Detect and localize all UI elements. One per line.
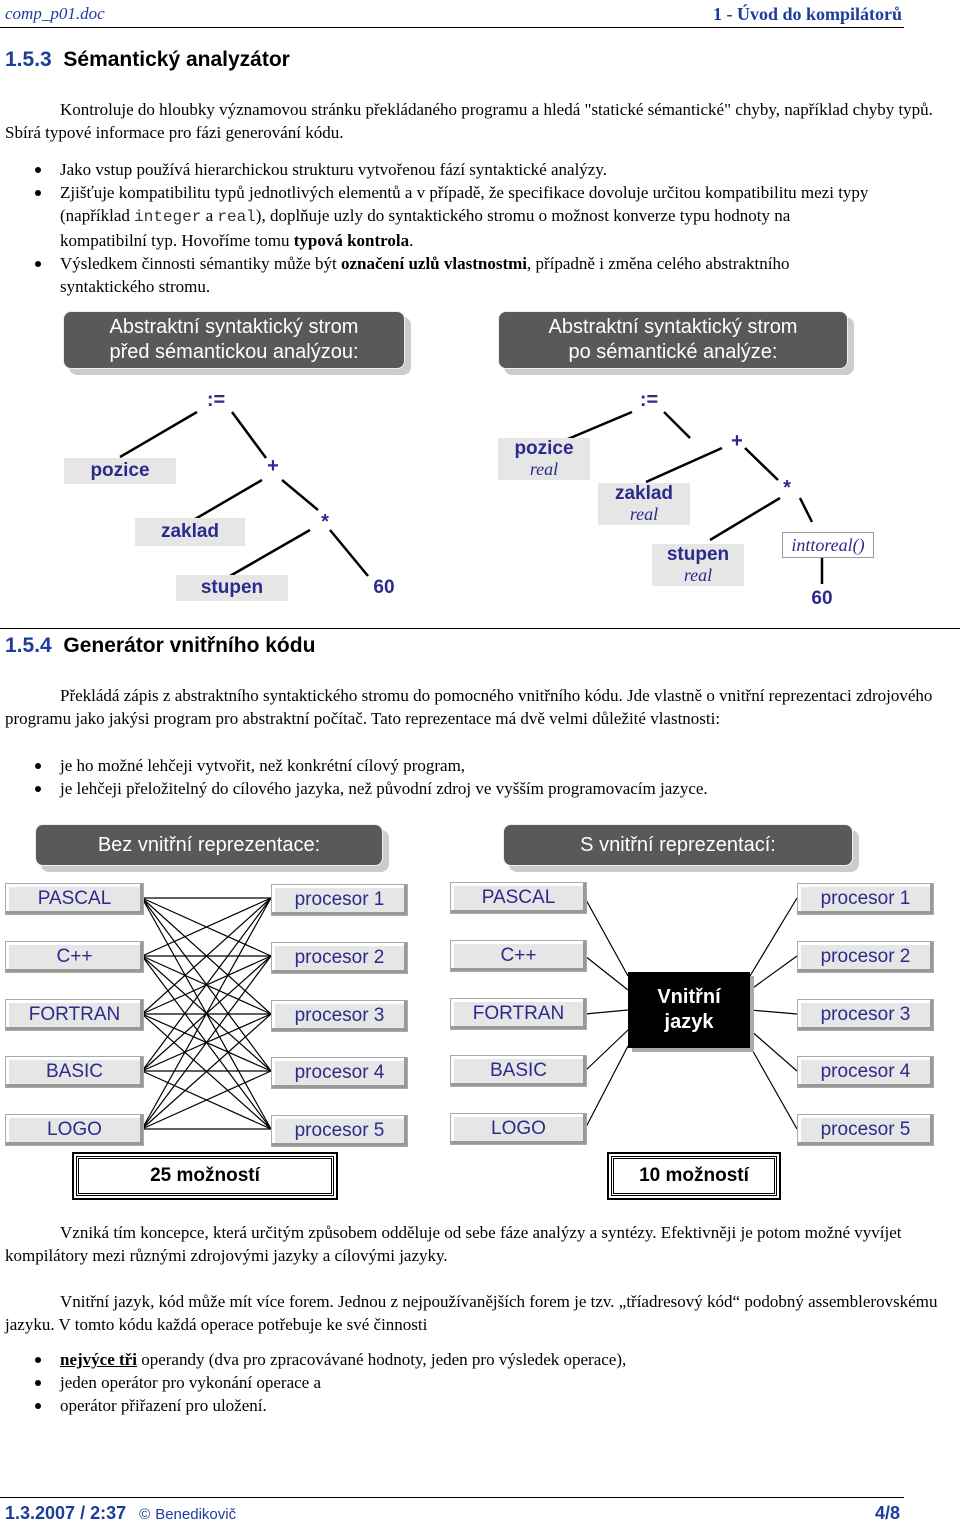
footer-divider [0,1497,904,1498]
proc-box: procesor 3 [271,1000,408,1032]
copyright-icon: © [139,1506,151,1523]
lang-box: LOGO [450,1113,587,1145]
list-item: Zjišťuje kompatibilitu typů jednotlivých… [5,181,875,252]
list-item: je ho možné lehčeji vytvořit, než konkré… [5,754,905,777]
term-type-check: typová kontrola [293,231,410,250]
proc-box: procesor 3 [797,999,934,1031]
tree-after-assign: := [639,389,659,411]
footer-author: Benedikovič [155,1506,237,1523]
proc-box: procesor 2 [271,942,408,974]
lang-box: PASCAL [450,882,587,914]
paragraph: Vzniká tím koncepce, která určitým způso… [5,1223,902,1265]
diagram-edges [141,897,798,1130]
tree-before-60: 60 [373,577,395,598]
header-file: comp_p01.doc [5,4,105,23]
tree-before-stupen: stupen [176,575,288,601]
proc-box: procesor 1 [271,884,408,916]
proc-box: procesor 2 [797,941,934,973]
bullet-list: nejvýce tři operandy (dva pro zpracováva… [5,1348,905,1417]
list-item: nejvýce tři operandy (dva pro zpracováva… [5,1348,905,1371]
section-number: 1.5.3 [5,48,52,71]
section-divider [0,628,960,629]
section-heading-153: 1.5.3 Sémantický analyzátor [5,48,290,72]
count-without: 25 možností [72,1152,338,1200]
diagram-right-title: S vnitřní reprezentací: [503,824,853,866]
lang-box: FORTRAN [5,999,144,1031]
tree-before-mul: * [321,511,329,533]
proc-box: procesor 4 [271,1057,408,1089]
list-item: jeden operátor pro vykonání operace a [5,1371,905,1394]
tree-before-zaklad: zaklad [135,518,245,546]
lang-box: BASIC [450,1055,587,1087]
lang-box: BASIC [5,1056,144,1088]
diagram-left-title: Bez vnitřní reprezentace: [35,824,383,866]
section-number: 1.5.4 [5,634,52,657]
code-integer: integer [134,208,202,226]
tree-after-mul: * [783,477,791,499]
page-number: 4/8 [874,1503,900,1523]
footer-left: 1.3.2007 / 2:37 © Benedikovič [5,1503,236,1524]
term-node-marking: označení uzlů vlastnostmi [340,254,527,273]
header-divider [0,27,904,28]
paragraph: Vnitřní jazyk, kód může mít více forem. … [5,1292,938,1334]
lang-box: C++ [450,940,587,972]
tree-after-60: 60 [811,588,833,609]
tree-after-inttoreal: inttoreal() [782,532,874,558]
lang-box: PASCAL [5,883,144,915]
tree-before-plus: + [267,455,279,477]
proc-box: procesor 4 [797,1056,934,1088]
tree-before-assign: := [206,389,226,411]
tree-after-plus: + [731,430,743,452]
paragraph: Kontroluje do hloubky významovou stránku… [5,100,933,142]
section-title: Sémantický analyzátor [63,48,290,71]
term-max-three: nejvýce tři [60,1350,137,1369]
section-title: Generátor vnitřního kódu [63,634,316,657]
tree-edges [119,410,824,584]
proc-box: procesor 5 [797,1114,934,1146]
bullet-list: Jako vstup používá hierarchickou struktu… [5,158,875,298]
code-real: real [217,208,256,226]
lang-box: FORTRAN [450,998,587,1030]
paragraph: Překládá zápis z abstraktního syntaktick… [5,686,933,728]
proc-box: procesor 5 [271,1115,408,1147]
list-item: Jako vstup používá hierarchickou struktu… [5,158,875,181]
list-item: je lehčeji přeložitelný do cílového jazy… [5,777,905,800]
lang-box: C++ [5,941,144,973]
section-heading-154: 1.5.4 Generátor vnitřního kódu [5,634,315,658]
lang-box: LOGO [5,1114,144,1146]
list-item: operátor přiřazení pro uložení. [5,1394,905,1417]
count-with: 10 možností [607,1152,781,1200]
tree-before-pozice: pozice [64,458,176,484]
bullet-list: je ho možné lehčeji vytvořit, než konkré… [5,754,905,800]
footer-date: 1.3.2007 / 2:37 [5,1503,127,1523]
header-chapter: 1 - Úvod do kompilátorů [712,4,902,24]
proc-box: procesor 1 [797,883,934,915]
list-item: Výsledkem činnosti sémantiky může být oz… [5,252,875,298]
